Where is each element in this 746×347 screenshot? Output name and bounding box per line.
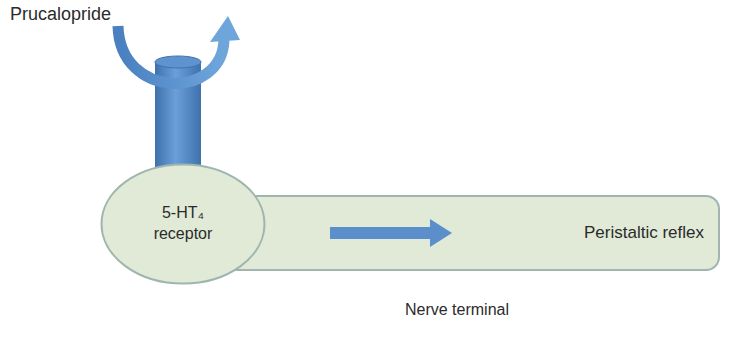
receptor-label: 5-HT₄ receptor	[138, 203, 228, 245]
nerve-terminal-box: Peristaltic reflexNerve terminal	[215, 195, 720, 271]
binding-arrow	[118, 16, 240, 83]
ellipse-outline	[100, 163, 266, 285]
receptor-ellipse: 5-HT₄ receptor	[100, 163, 266, 285]
effect-label: Peristaltic reflex	[584, 223, 704, 243]
drug-label: Prucalopride	[10, 4, 111, 25]
region-label: Nerve terminal	[405, 301, 509, 319]
